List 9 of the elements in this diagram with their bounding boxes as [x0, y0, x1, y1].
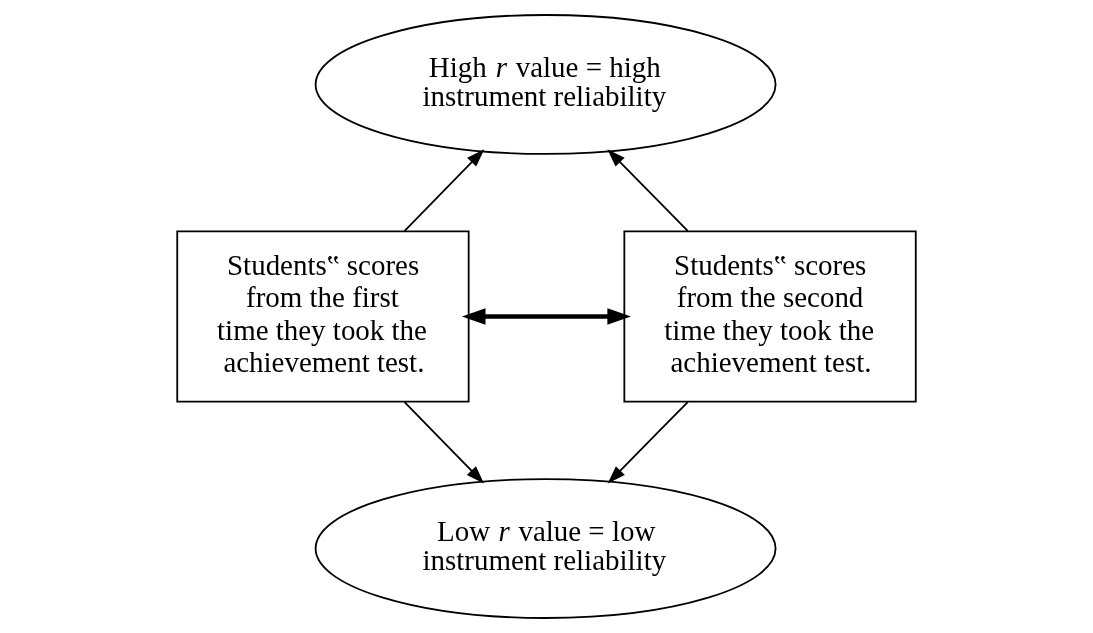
node-box: Students‟ scores from the first time they took the achievement test. [176, 230, 470, 403]
node-box: Students‟ scores from the second time they took the achievement test. [623, 230, 917, 403]
arrow [403, 149, 485, 232]
node-ellipse: Low r value = low instrument reliability [314, 478, 777, 619]
node-ellipse: High r value = high instrument reliability [314, 14, 777, 155]
arrow [607, 149, 689, 232]
arrow [403, 401, 484, 484]
arrow [607, 401, 689, 484]
arrow [461, 308, 631, 325]
